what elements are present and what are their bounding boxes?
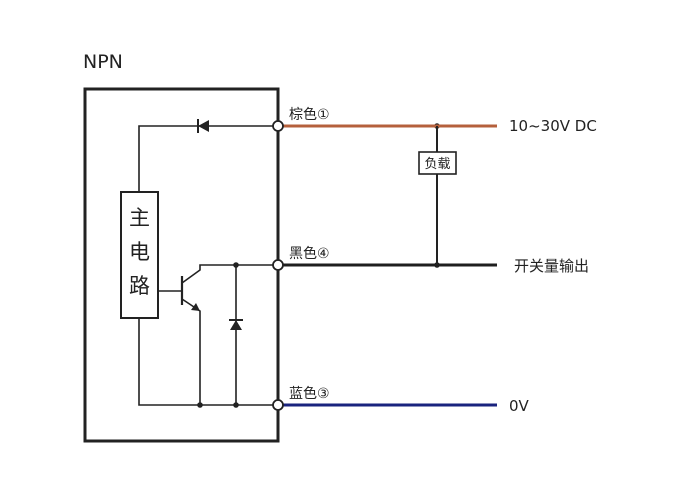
main-circuit-block [120, 191, 159, 319]
terminal-black [272, 259, 284, 271]
pin-label-black: 黑色④ [289, 245, 330, 262]
terminal-brown [272, 120, 284, 132]
main-circuit-char-3: 路 [129, 274, 150, 298]
signal-ground: 0V [509, 397, 530, 415]
supply-diode-icon [197, 119, 209, 133]
load-box [418, 151, 457, 175]
emitter-arrow-icon [191, 303, 200, 311]
emitter-lead [181, 298, 201, 405]
load-label: 负载 [424, 157, 450, 172]
terminal-blue [272, 399, 284, 411]
collector-lead [181, 264, 278, 284]
pin-label-brown: 棕色① [289, 106, 330, 123]
signal-supply: 10~30V DC [509, 117, 597, 135]
internal-wiring [138, 125, 278, 406]
signal-output: 开关量输出 [514, 257, 589, 275]
main-circuit-char-1: 主 [129, 206, 150, 230]
diagram-title: NPN [83, 51, 123, 73]
clamp-diode-icon [229, 319, 243, 330]
main-circuit-char-2: 电 [129, 240, 150, 264]
ground-rail [138, 318, 278, 406]
pin-label-blue: 蓝色③ [289, 385, 330, 402]
supply-rail [138, 125, 278, 192]
terminals [272, 120, 284, 411]
